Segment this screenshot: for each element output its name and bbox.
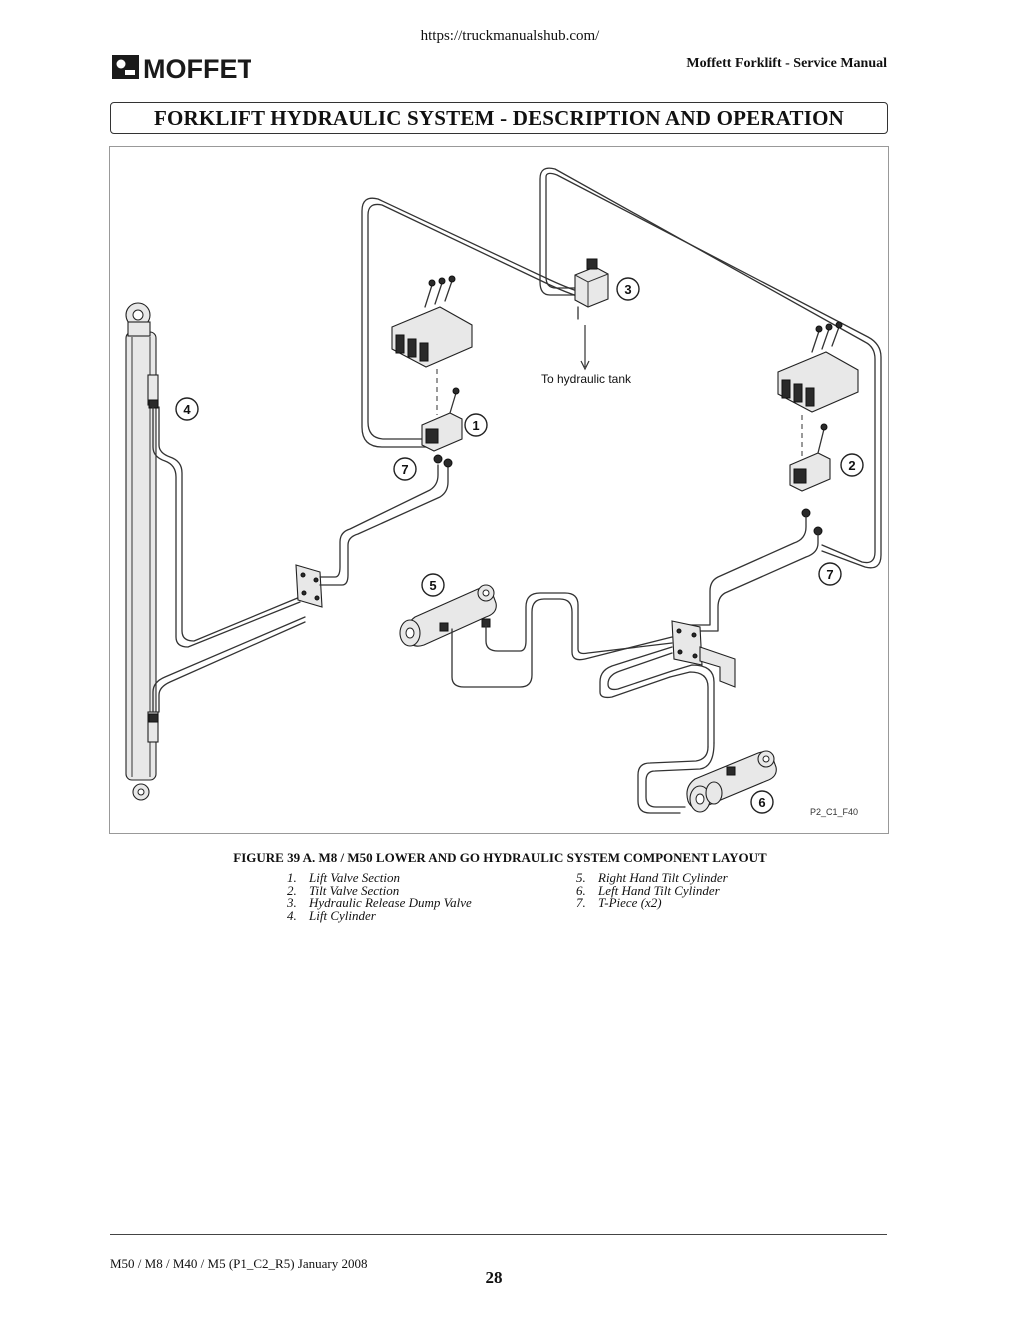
callout-6: 6 — [750, 790, 774, 814]
logo-wordmark: MOFFETT — [143, 54, 251, 82]
doc-title: Moffett Forklift - Service Manual — [686, 56, 887, 71]
legend-left: 1.Lift Valve Section 2.Tilt Valve Sectio… — [287, 870, 472, 923]
page-number: 28 — [485, 1268, 503, 1287]
tilt-valve-section — [789, 423, 831, 536]
callout-1: 1 — [464, 413, 488, 437]
bulkhead-bracket-right — [671, 620, 736, 688]
callout-5: 5 — [421, 573, 445, 597]
figure-caption: FIGURE 39 A. M8 / M50 LOWER AND GO HYDRA… — [233, 850, 767, 865]
footer-divider — [110, 1234, 887, 1235]
legend-item: 5.Right Hand Tilt Cylinder — [576, 870, 728, 885]
svg-text:7: 7 — [826, 567, 833, 582]
legend-item: 3.Hydraulic Release Dump Valve — [287, 895, 472, 910]
legend-item: 2.Tilt Valve Section — [287, 882, 400, 898]
legend-item: 7.T-Piece (x2) — [576, 895, 662, 910]
svg-text:1: 1 — [472, 418, 479, 433]
callout-3: 3 — [616, 277, 640, 301]
source-url: https://truckmanualshub.com/ — [420, 28, 600, 44]
dump-valve — [574, 258, 609, 320]
hydraulic-diagram: .p { fill: none; stroke: #333; stroke-wi… — [109, 146, 889, 834]
moffett-logo: MOFFETT — [112, 54, 251, 82]
legend-item: 6.Left Hand Tilt Cylinder — [576, 882, 720, 898]
svg-text:4: 4 — [183, 402, 191, 417]
section-title: FORKLIFT HYDRAULIC SYSTEM - DESCRIPTION … — [153, 106, 845, 130]
lift-valve-stack-upper — [391, 275, 473, 368]
left-hand-tilt-cylinder — [686, 750, 777, 813]
section-title-box: FORKLIFT HYDRAULIC SYSTEM - DESCRIPTION … — [110, 102, 888, 134]
bulkhead-bracket-left — [295, 564, 323, 608]
callout-4: 4 — [175, 397, 199, 421]
legend-right: 5.Right Hand Tilt Cylinder 6.Left Hand T… — [576, 870, 728, 910]
footer-model-date: M50 / M8 / M40 / M5 (P1_C2_R5) January 2… — [110, 1256, 368, 1271]
svg-text:5: 5 — [429, 578, 436, 593]
lift-cylinder — [125, 302, 159, 801]
logo-mark-icon — [112, 55, 139, 79]
callout-7a: 7 — [393, 457, 417, 481]
figure-ref-code: P2_C1_F40 — [810, 807, 858, 817]
svg-text:6: 6 — [758, 795, 765, 810]
svg-text:3: 3 — [624, 282, 631, 297]
svg-text:7: 7 — [401, 462, 408, 477]
tilt-valve-stack-upper — [777, 321, 859, 413]
callout-7b: 7 — [818, 562, 842, 586]
tank-label: To hydraulic tank — [541, 372, 632, 386]
callout-2: 2 — [840, 453, 864, 477]
svg-text:2: 2 — [848, 458, 855, 473]
right-hand-tilt-cylinder — [399, 584, 497, 647]
lift-valve-section — [421, 387, 463, 468]
legend-item: 1.Lift Valve Section — [287, 870, 400, 885]
legend-item: 4.Lift Cylinder — [287, 907, 376, 923]
